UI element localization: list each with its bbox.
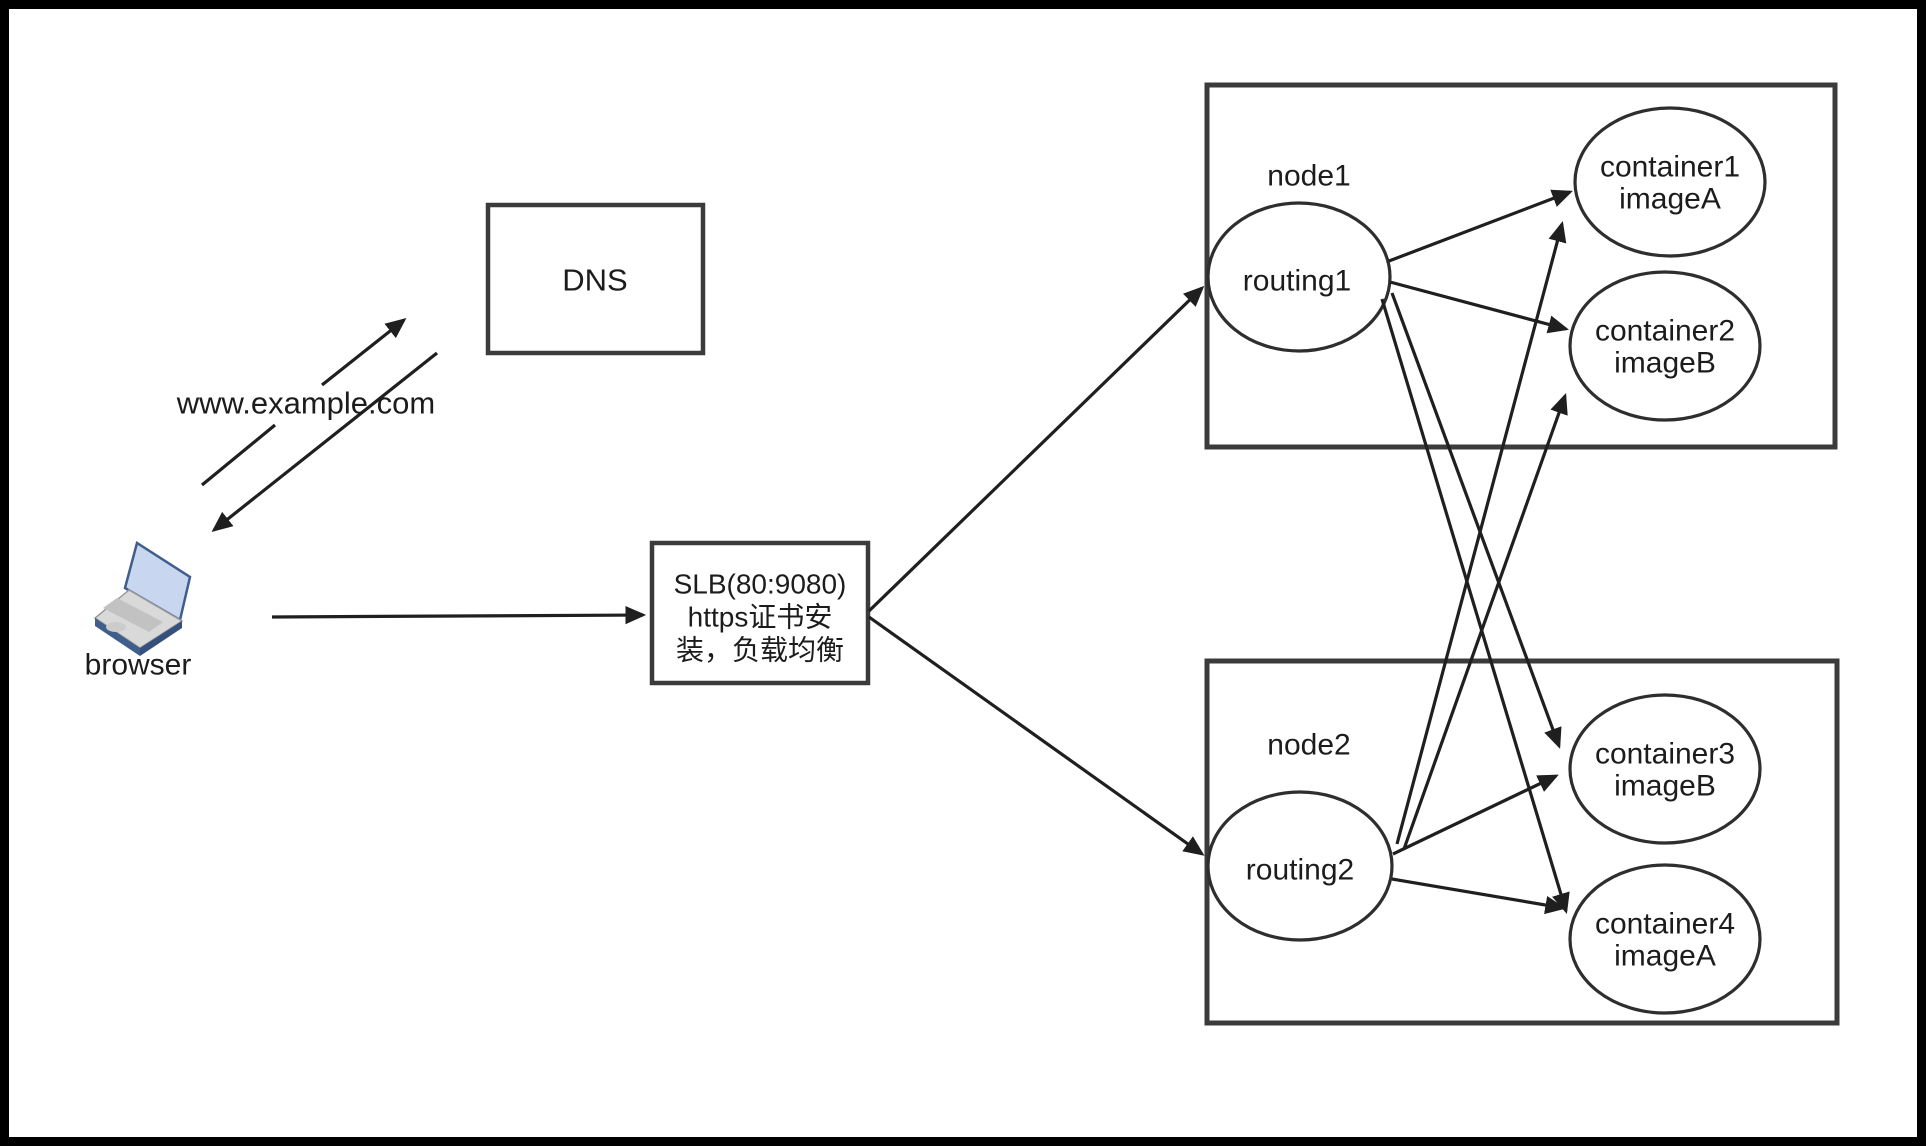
edge-routing2-container3 [1392, 774, 1559, 856]
container3-ellipse [1568, 693, 1762, 845]
container1-image-label: imageA [1619, 183, 1721, 216]
container2-ellipse [1568, 270, 1762, 422]
routing1-ellipse [1206, 201, 1392, 353]
edge-slb-routing2 [868, 615, 1205, 856]
edge-routing1-container3 [1390, 292, 1562, 749]
routing1-label: routing1 [1243, 265, 1351, 298]
laptop-trackpad [106, 622, 126, 632]
dns-box [485, 202, 706, 356]
container4-ellipse [1568, 863, 1762, 1015]
laptop-keyboard [103, 598, 163, 632]
container2-name-label: container2 [1595, 315, 1735, 348]
routing2-label: routing2 [1246, 854, 1354, 887]
domain-label: www.example.com [176, 386, 435, 421]
edge-routing2-container4 [1391, 877, 1567, 915]
edge-dns-browser-response [211, 351, 438, 532]
edge-routing2-container2 [1402, 393, 1568, 850]
slb-label-line3: 装，负载均衡 [676, 635, 844, 666]
edge-browser-slb [271, 605, 647, 625]
browser-label: browser [85, 649, 192, 682]
routing2-ellipse [1206, 790, 1394, 942]
container3-image-label: imageB [1614, 770, 1716, 803]
container3-name-label: container3 [1595, 738, 1735, 771]
slb-box [649, 540, 871, 686]
edge-routing1-container1 [1388, 189, 1573, 263]
slb-label-line1: SLB(80:9080) [674, 569, 847, 600]
edge-slb-routing1 [867, 285, 1205, 613]
laptop-side-edge [140, 621, 182, 656]
container4-image-label: imageA [1614, 940, 1716, 973]
container1-name-label: container1 [1600, 151, 1740, 184]
node2-label: node2 [1267, 729, 1350, 762]
browser-laptop-icon [93, 541, 192, 656]
slb-label-line2: https证书安 [688, 602, 833, 633]
edge-browser-dns-request [321, 318, 407, 387]
edge-browser-dns-request-tail [200, 423, 277, 487]
edge-routing2-container1 [1395, 220, 1567, 845]
container2-image-label: imageB [1614, 347, 1716, 380]
node1-label: node1 [1267, 160, 1350, 193]
container4-name-label: container4 [1595, 908, 1735, 941]
container1-ellipse [1573, 106, 1767, 258]
dns-label: DNS [562, 263, 627, 298]
edge-routing1-container4 [1380, 298, 1570, 914]
